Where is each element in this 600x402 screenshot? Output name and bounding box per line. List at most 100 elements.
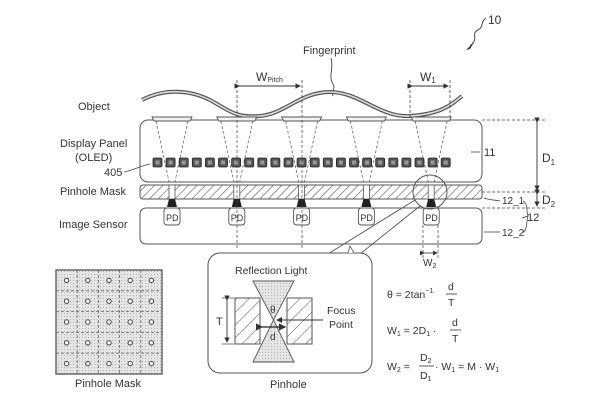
contact-pad [410, 116, 452, 122]
svg-text:T: T [448, 297, 455, 309]
contact-pad [280, 116, 323, 122]
light-ray [350, 120, 365, 187]
t-label: T [216, 316, 223, 328]
photodiode [422, 207, 440, 226]
svg-text:T: T [452, 333, 459, 345]
focus-label-line1: Focus [327, 305, 356, 317]
oled-pixel-core [365, 160, 370, 165]
d1-label: D1 [542, 151, 556, 167]
equation-w1: W1 = 2D1 · d T [387, 317, 461, 345]
oled-label: (OLED) [75, 152, 112, 164]
mask-pinhole [148, 298, 155, 304]
light-ray [220, 120, 236, 187]
photodiode-label: PD [360, 213, 373, 223]
equation-theta: θ = 2tan−1 d T [387, 281, 457, 309]
pinhole-opening [362, 184, 370, 200]
mask-pinhole [127, 277, 133, 284]
mask-pinhole [106, 298, 112, 304]
contact-pad [345, 116, 388, 122]
figure-number: 10 [488, 13, 502, 27]
oled-pixel-core [247, 160, 252, 165]
svg-text:d: d [448, 281, 454, 293]
svg-text:D2: D2 [420, 352, 432, 365]
mask-pinhole [63, 277, 70, 284]
oled-ref-label: 405 [104, 167, 122, 179]
w-pitch-dimension: WPitch [234, 70, 303, 120]
oled-pixel-core [286, 160, 291, 165]
light-ray [155, 120, 171, 187]
ref-11-label: 11 [484, 147, 495, 159]
light-ray [414, 120, 430, 187]
pinhole-mask-grid [55, 269, 163, 375]
focus-label-line2: Point [329, 319, 353, 331]
image-sensor-layer [139, 207, 483, 245]
d2-label: D2 [542, 193, 556, 209]
transmitted-cone [167, 199, 177, 207]
mask-block-right [286, 297, 313, 345]
svg-text:d: d [452, 317, 458, 329]
equation-w2: W2 = D2 D1 · W1 = M · W1 [387, 352, 499, 383]
photodiode [293, 207, 311, 226]
oled-pixel-core [404, 160, 409, 165]
w2-label: W2 [423, 258, 436, 270]
pinhole-detail: Reflection Light θ d T Focus Point [207, 244, 373, 374]
magnifier-line-left [322, 199, 416, 258]
oled-pixel-core [378, 160, 383, 165]
mask-pinhole [127, 319, 133, 325]
contact-pad [216, 116, 258, 122]
mask-pinhole [85, 360, 91, 367]
ref-12-2-label: 12_2 [502, 228, 525, 239]
mask-pinhole [63, 360, 70, 367]
oled-pixel-core [443, 160, 448, 165]
svg-text:W1 = 2D1 ·: W1 = 2D1 · [387, 325, 437, 338]
oled-pixel-core [430, 160, 435, 165]
transmitted-light-cone [252, 318, 295, 363]
transmitted-cone [361, 199, 372, 207]
mask-pinhole [148, 277, 155, 284]
svg-text:· W1 = M · W1: · W1 = M · W1 [435, 361, 499, 374]
transmitted-cone [426, 199, 437, 207]
svg-text:θ = 2tan−1: θ = 2tan−1 [387, 288, 433, 301]
light-cones [151, 116, 452, 187]
figure-reference: 10 [466, 13, 502, 50]
oled-pixel-core [168, 160, 173, 165]
mask-caption: Pinhole Mask [75, 378, 142, 390]
oled-pixel-row [152, 157, 451, 168]
mask-block-left [234, 297, 261, 345]
photodiode [163, 207, 181, 226]
oled-pixel-core [391, 160, 396, 165]
mask-pinhole [127, 298, 133, 304]
oled-pixel-core [234, 160, 239, 165]
oled-pixel-core [207, 160, 212, 165]
pinhole-mask-label: Pinhole Mask [60, 186, 127, 198]
magnifier-circle [412, 174, 448, 210]
oled-pixel-core [325, 160, 330, 165]
mask-pinhole [85, 298, 91, 304]
reflection-light-label: Reflection Light [235, 265, 307, 277]
light-ray [285, 120, 300, 187]
w1-dimension: W1 [407, 70, 451, 120]
oled-pixel-core [352, 160, 356, 165]
mask-pinhole [148, 340, 155, 346]
oled-pixel-core [260, 160, 265, 165]
magnifier-line-right [354, 205, 421, 259]
object-label: Object [78, 101, 110, 113]
theta-label: θ [270, 305, 276, 316]
mask-pinhole [106, 360, 112, 367]
mask-pinhole [106, 340, 112, 346]
oled-pixel-core [273, 160, 278, 165]
oled-ref-leader [123, 163, 151, 173]
oled-pixel-core [417, 160, 422, 165]
mask-pinhole [106, 277, 112, 284]
d-label: d [270, 332, 276, 343]
contact-pad [151, 116, 193, 122]
mask-pinhole [63, 340, 70, 346]
image-sensor-label: Image Sensor [59, 219, 128, 231]
mask-pinhole [148, 360, 155, 367]
photodiode [357, 207, 375, 226]
incident-light-cone [252, 280, 295, 321]
light-ray [368, 120, 383, 187]
pinhole-opening [168, 184, 176, 200]
fingerprint-label: Fingerprint [303, 45, 356, 57]
